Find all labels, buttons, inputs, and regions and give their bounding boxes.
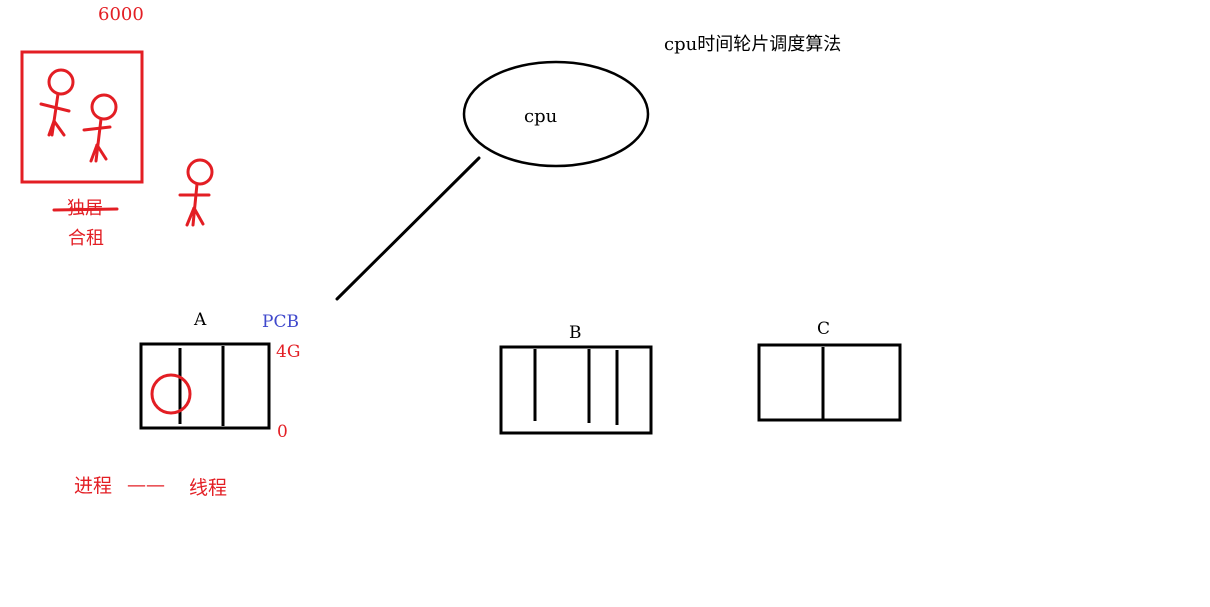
apartment-box xyxy=(20,50,144,184)
process-b-box xyxy=(499,345,653,435)
live-alone-label: 独居 xyxy=(67,198,103,219)
process-a-box xyxy=(139,342,271,430)
process-label: 进程 xyxy=(74,475,113,497)
thread-highlight-circle xyxy=(150,373,192,415)
process-c-label: C xyxy=(817,319,831,339)
strikethrough-line xyxy=(52,207,119,212)
memory-bottom-label: 0 xyxy=(277,422,288,442)
page-title: cpu时间轮片调度算法 xyxy=(664,34,842,55)
thread-label: 线程 xyxy=(189,477,228,499)
memory-top-label: 4G xyxy=(276,342,301,362)
stick-figure-1 xyxy=(39,68,75,137)
cpu-ellipse xyxy=(462,60,650,168)
cpu-label: cpu xyxy=(524,106,558,127)
dash-label: —— xyxy=(127,474,165,496)
stick-figure-3 xyxy=(178,158,214,227)
shared-rent-label: 合租 xyxy=(68,228,104,249)
process-a-label: A xyxy=(194,310,207,330)
rent-price-label: 6000 xyxy=(98,4,144,25)
cpu-connector-line xyxy=(335,156,481,301)
stick-figure-2 xyxy=(82,93,118,163)
process-b-label: B xyxy=(569,323,582,343)
process-c-box xyxy=(757,343,902,422)
apartment-sketch xyxy=(20,50,144,184)
pcb-label: PCB xyxy=(262,312,299,332)
